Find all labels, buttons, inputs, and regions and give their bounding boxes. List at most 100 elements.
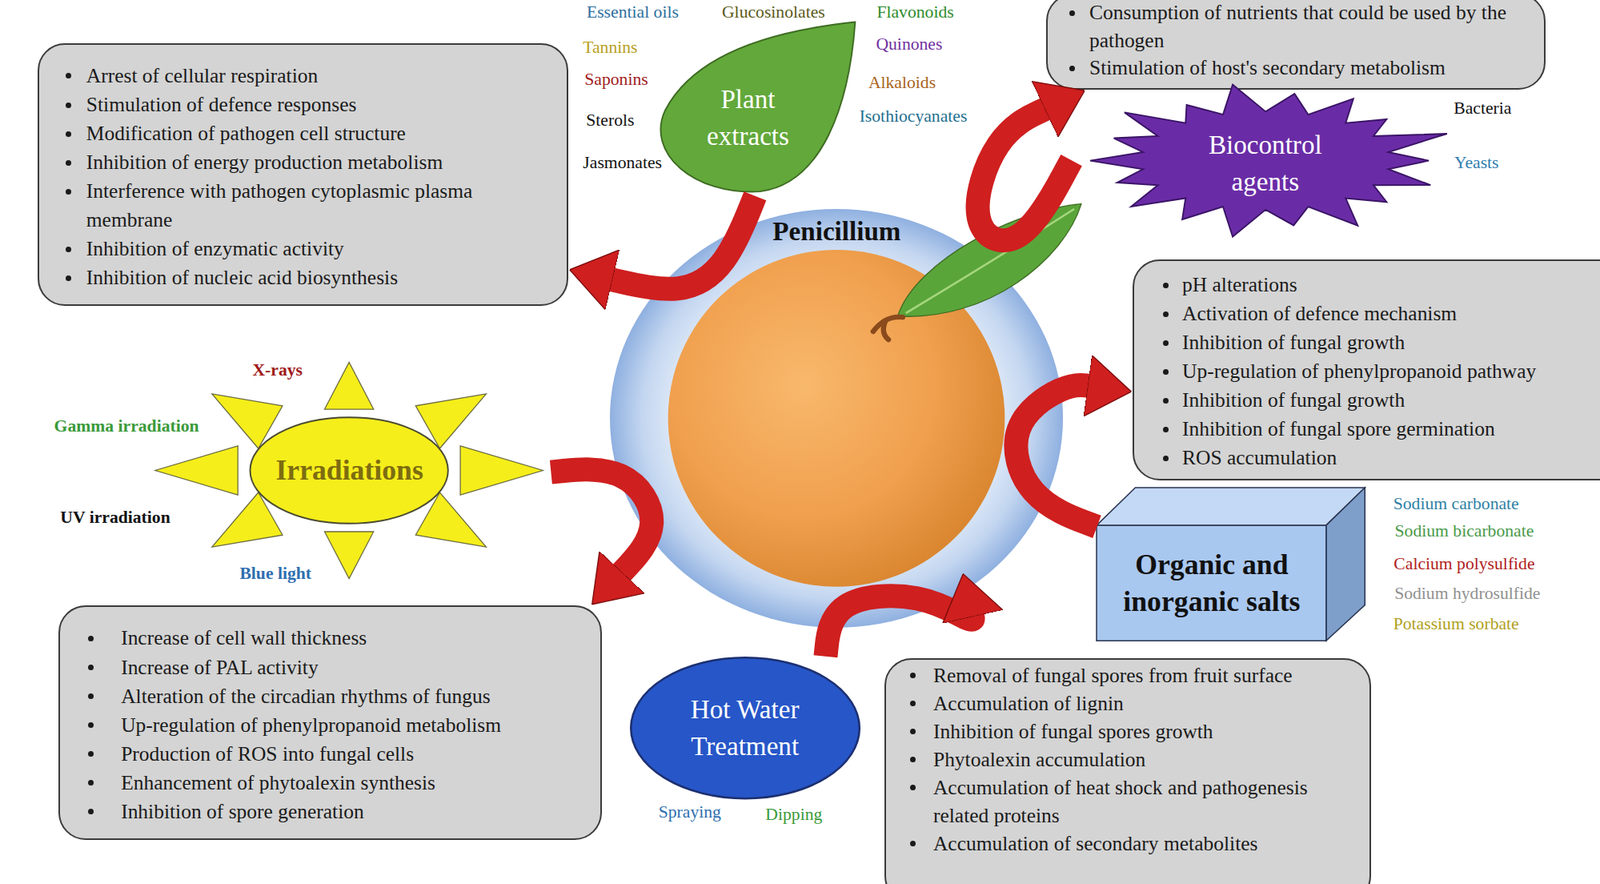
bullet-dot (65, 246, 72, 253)
bullet-dot (1069, 10, 1075, 17)
leaf-node: Plant extracts (653, 20, 858, 196)
bullet-item: Consumption of nutrients that could be u… (1089, 0, 1520, 55)
cube-top (1096, 487, 1365, 526)
bullet-dot (88, 808, 94, 815)
bullet-item: Up-regulation of phenylpropanoid pathway (1182, 356, 1598, 386)
bullet-dot (1162, 311, 1169, 317)
leaf-outline (660, 22, 855, 193)
category-label: Essential oils (586, 2, 679, 23)
bullet-dot (65, 131, 72, 137)
cube-front (1096, 525, 1327, 642)
category-label: Sterols (585, 110, 634, 131)
bullet-item: Inhibition of fungal spores growth (933, 717, 1329, 746)
bullet-item: Inhibition of spore generation (120, 797, 581, 827)
star-node: Biocontrol agents (1071, 84, 1460, 237)
bullet-item: Stimulation of host's secondary metaboli… (1089, 54, 1520, 82)
bullet-item: Enhancement of phytoalexin synthesis (120, 768, 581, 798)
bullet-dot (1069, 65, 1075, 72)
category-label: Yeasts (1454, 152, 1500, 173)
oval-shape (629, 656, 861, 799)
bullet-dot (1162, 282, 1169, 289)
bullet-dot (65, 72, 72, 79)
bullet-item: Increase of PAL activity (120, 653, 581, 682)
bullet-dot (65, 275, 72, 281)
bullet-item: Production of ROS into fungal cells (120, 739, 581, 769)
bullet-item: Removal of fungal spores from fruit surf… (933, 661, 1329, 690)
bullet-dot (1162, 455, 1169, 462)
bullet-dot (1162, 368, 1169, 375)
fruit-stem (873, 316, 903, 340)
oval-node: Hot Water Treatment (629, 656, 861, 799)
bullet-item: Modification of pathogen cell structure (86, 119, 555, 149)
fruit-shape (609, 208, 1063, 628)
bullet-dot (1162, 340, 1169, 346)
bullet-dot (1162, 426, 1169, 433)
category-label: Gamma irradiation (54, 415, 200, 436)
bullet-item: Inhibition of fungal growth (1182, 328, 1598, 357)
bullet-item: Phytoalexin accumulation (933, 745, 1329, 774)
leaf-vein (906, 208, 1075, 313)
bullet-item: Activation of defence mechanism (1182, 299, 1598, 329)
bullet-item: ROS accumulation (1182, 443, 1598, 473)
bullet-item: Accumulation of heat shock and pathogene… (933, 773, 1329, 830)
category-label: UV irradiation (60, 507, 170, 528)
bullet-dot (910, 700, 916, 706)
bullet-dot (910, 672, 916, 678)
category-label: Calcium polysulfide (1393, 553, 1535, 574)
bullet-dot (65, 188, 72, 195)
category-label: Isothiocyanates (859, 106, 968, 127)
bullet-dot (910, 728, 916, 734)
category-label: Flavonoids (876, 2, 954, 23)
category-label: Sodium hydrosulfide (1394, 582, 1540, 603)
sun-ray (155, 445, 238, 495)
bullet-item: Up-regulation of phenylpropanoid metabol… (120, 710, 581, 740)
bullet-item: Stimulation of defence responses (86, 90, 555, 120)
bullet-item: Alteration of the circadian rhythms of f… (120, 681, 581, 711)
category-label: Quinones (875, 33, 943, 54)
bullet-item: Inhibition of fungal growth (1182, 385, 1598, 415)
category-label: Jasmonates (582, 152, 662, 173)
category-label: Bacteria (1453, 98, 1512, 119)
bullet-dot (1162, 397, 1169, 404)
bullet-dot (88, 750, 94, 757)
sun-ray (324, 362, 373, 410)
bullet-item: Increase of cell wall thickness (120, 623, 581, 653)
bullet-dot (910, 756, 916, 762)
sun-ray (460, 445, 543, 495)
text-box: Increase of cell wall thicknessIncrease … (58, 605, 603, 840)
node-label: Biocontrol agents (1183, 126, 1348, 201)
node-label: Penicillium (609, 215, 1063, 249)
bullet-dot (65, 102, 72, 109)
fruit-leaf (898, 204, 1082, 317)
cube-side (1326, 487, 1365, 641)
bullet-dot (910, 784, 916, 790)
text-box: Arrest of cellular respirationStimulatio… (37, 43, 569, 307)
bullet-dot (910, 840, 916, 847)
text-box: Removal of fungal spores from fruit surf… (884, 657, 1372, 884)
node-label: Plant extracts (686, 80, 810, 155)
sun-node: Irradiations (148, 356, 552, 587)
fruit-node: Penicillium (609, 208, 1063, 628)
bullet-item: Inhibition of enzymatic activity (86, 234, 555, 264)
category-label: X-rays (252, 359, 303, 380)
category-label: Tannins (582, 36, 638, 57)
bullet-item: Inhibition of energy production metaboli… (86, 148, 555, 177)
bullet-dot (88, 635, 94, 642)
category-label: Glucosinolates (721, 2, 826, 23)
bullet-item: Inhibition of fungal spore germination (1182, 414, 1598, 444)
bullet-dot (88, 779, 94, 786)
bullet-item: pH alterations (1182, 270, 1598, 300)
category-label: Potassium sorbate (1393, 613, 1520, 634)
bullet-item: Accumulation of secondary metabolites (933, 829, 1329, 858)
bullet-item: Arrest of cellular respiration (86, 61, 555, 91)
category-label: Spraying (658, 801, 722, 822)
sun-ray (324, 531, 373, 579)
node-label: Organic and inorganic salts (1096, 546, 1327, 621)
bullet-dot (88, 664, 94, 670)
bullet-dot (65, 160, 72, 166)
bullet-item: Interference with pathogen cytoplasmic p… (86, 176, 555, 235)
bullet-item: Inhibition of nucleic acid biosynthesis (86, 263, 555, 293)
category-label: Alkaloids (868, 72, 936, 93)
category-label: Sodium carbonate (1393, 493, 1520, 514)
